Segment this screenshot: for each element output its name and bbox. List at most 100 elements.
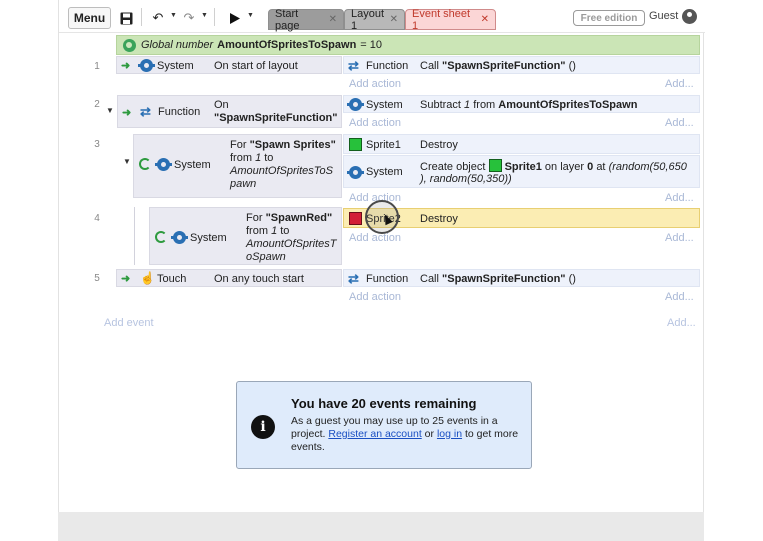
system-gear-icon [171, 231, 188, 244]
event-2-action[interactable]: System Subtract 1 from AmountOfSpritesTo… [343, 95, 700, 113]
info-icon: i [251, 415, 275, 439]
action-text: Destroy [420, 139, 458, 151]
add-more-link[interactable]: Add... [667, 317, 696, 329]
event-3-action-2[interactable]: System Create object Sprite1 on layer 0 … [343, 155, 700, 188]
condition-line-1: For "SpawnRed" [246, 212, 333, 224]
globe-icon [123, 38, 136, 52]
bottom-strip [58, 512, 704, 541]
tab-layout-1[interactable]: Layout 1 ✕ [344, 7, 405, 32]
system-gear-icon [347, 98, 364, 111]
save-icon[interactable] [119, 7, 133, 29]
collapse-triangle-icon[interactable]: ▼ [106, 106, 114, 115]
add-event-link[interactable]: Add event [104, 317, 154, 329]
tab-event-sheet-1[interactable]: Event sheet 1 ✕ [405, 7, 496, 32]
function-icon: ⇄ [140, 104, 151, 119]
condition-line-2: from 1 to [230, 152, 274, 164]
register-link[interactable]: Register an account [328, 428, 422, 440]
login-link[interactable]: log in [436, 428, 463, 440]
tab-label: Event sheet 1 [412, 7, 471, 32]
action-object: Function [366, 273, 409, 285]
add-action-link[interactable]: Add action [349, 117, 401, 129]
global-variable-row[interactable]: Global number AmountOfSpritesToSpawn = 1… [116, 35, 700, 55]
loop-icon [155, 231, 167, 243]
action-line-2: ), random(50,350)) [420, 173, 512, 185]
event-3-condition[interactable]: System For "Spawn Sprites" from 1 to Amo… [133, 134, 342, 198]
nesting-guide [134, 207, 135, 265]
loop-icon [139, 158, 151, 170]
sprite1-icon [349, 138, 362, 151]
add-action-link[interactable]: Add action [349, 78, 401, 90]
add-action-link[interactable]: Add action [349, 291, 401, 303]
free-edition-badge[interactable]: Free edition [573, 10, 645, 26]
add-more-link[interactable]: Add... [665, 78, 694, 90]
right-margin [704, 0, 763, 541]
action-object: System [366, 99, 403, 111]
add-action-link[interactable]: Add action [349, 192, 401, 204]
function-icon: ⇄ [348, 271, 359, 286]
global-var-type: Global number [141, 39, 214, 51]
add-more-link[interactable]: Add... [665, 291, 694, 303]
tab-start-page[interactable]: Start page✕ [268, 8, 344, 32]
condition-line-3: AmountOfSpritesToS [230, 165, 333, 177]
sprite2-icon [349, 212, 362, 225]
touch-hand-icon: ☝ [140, 271, 155, 285]
condition-object: System [174, 159, 211, 171]
global-var-name: AmountOfSpritesToSpawn [217, 39, 357, 51]
global-var-value: = 10 [360, 39, 383, 51]
event-number: 5 [94, 273, 100, 284]
redo-dropdown-icon[interactable]: ▼ [201, 12, 208, 19]
sprite1-icon [488, 159, 502, 172]
add-more-link[interactable]: Add... [665, 232, 694, 244]
event-1-action[interactable]: ⇄ Function Call "SpawnSpriteFunction" () [343, 56, 700, 74]
action-text: Call "SpawnSpriteFunction" () [420, 60, 576, 72]
event-sheet-editor: Menu ↶ ▼ ↷ ▼ ▼ Start page✕ Layout 1 ✕ Eve… [58, 0, 705, 512]
condition-text: On any touch start [214, 273, 304, 285]
event-4-action-selected[interactable]: Sprite2 Destroy [343, 208, 700, 228]
add-more-link[interactable]: Add... [665, 117, 694, 129]
add-more-link[interactable]: Add... [665, 192, 694, 204]
condition-line-1: On [214, 99, 229, 111]
condition-text: On start of layout [214, 60, 298, 72]
trigger-arrow-icon: ➜ [122, 107, 132, 119]
undo-icon[interactable]: ↶ [152, 10, 164, 25]
action-text: Subtract 1 from AmountOfSpritesToSpawn [420, 99, 638, 111]
action-text: Call "SpawnSpriteFunction" () [420, 273, 576, 285]
close-icon[interactable]: ✕ [480, 14, 489, 25]
condition-line-4: pawn [230, 178, 257, 190]
undo-dropdown-icon[interactable]: ▼ [170, 12, 177, 19]
redo-icon[interactable]: ↷ [183, 10, 195, 25]
close-icon[interactable]: ✕ [389, 14, 398, 25]
toolbar: Menu ↶ ▼ ↷ ▼ ▼ Start page✕ Layout 1 ✕ Eve… [59, 0, 705, 33]
condition-line-3: AmountOfSpritesT [246, 238, 337, 250]
events-remaining-notice: i You have 20 events remaining As a gues… [236, 381, 532, 469]
play-icon[interactable] [229, 7, 241, 29]
event-4-condition[interactable]: System For "SpawnRed" from 1 to AmountOf… [149, 207, 342, 265]
action-object: System [366, 166, 403, 178]
condition-line-4: oSpawn [246, 251, 286, 263]
condition-line-2: "SpawnSpriteFunction" [214, 112, 338, 124]
play-dropdown-icon[interactable]: ▼ [247, 12, 254, 19]
event-number: 4 [94, 213, 100, 224]
event-1-condition[interactable]: ➜ System On start of layout [116, 56, 342, 74]
event-3-action-1[interactable]: Sprite1 Destroy [343, 134, 700, 154]
action-line-1: Create object Sprite1 on layer 0 at (ran… [420, 159, 687, 173]
notice-body: As a guest you may use up to 25 events i… [291, 415, 519, 453]
action-object: Sprite2 [366, 213, 401, 225]
tab-label: Layout 1 [351, 7, 385, 32]
event-5-condition[interactable]: ➜ ☝ Touch On any touch start [116, 269, 342, 287]
trigger-arrow-icon: ➜ [121, 273, 131, 285]
add-action-link[interactable]: Add action [349, 232, 401, 244]
guest-label[interactable]: Guest [649, 10, 679, 22]
event-5-action[interactable]: ⇄ Function Call "SpawnSpriteFunction" () [343, 269, 700, 287]
system-gear-icon [138, 59, 155, 72]
event-2-condition[interactable]: ➜ ⇄ Function On "SpawnSpriteFunction" [117, 95, 342, 128]
left-margin [0, 0, 58, 541]
collapse-triangle-icon[interactable]: ▼ [123, 157, 131, 166]
close-icon[interactable]: ✕ [328, 14, 337, 25]
event-number: 3 [94, 139, 100, 150]
menu-button[interactable]: Menu [68, 7, 111, 29]
condition-line-1: For "Spawn Sprites" [230, 139, 336, 151]
notice-title: You have 20 events remaining [291, 396, 477, 411]
function-icon: ⇄ [348, 58, 359, 73]
user-icon[interactable] [682, 9, 697, 24]
